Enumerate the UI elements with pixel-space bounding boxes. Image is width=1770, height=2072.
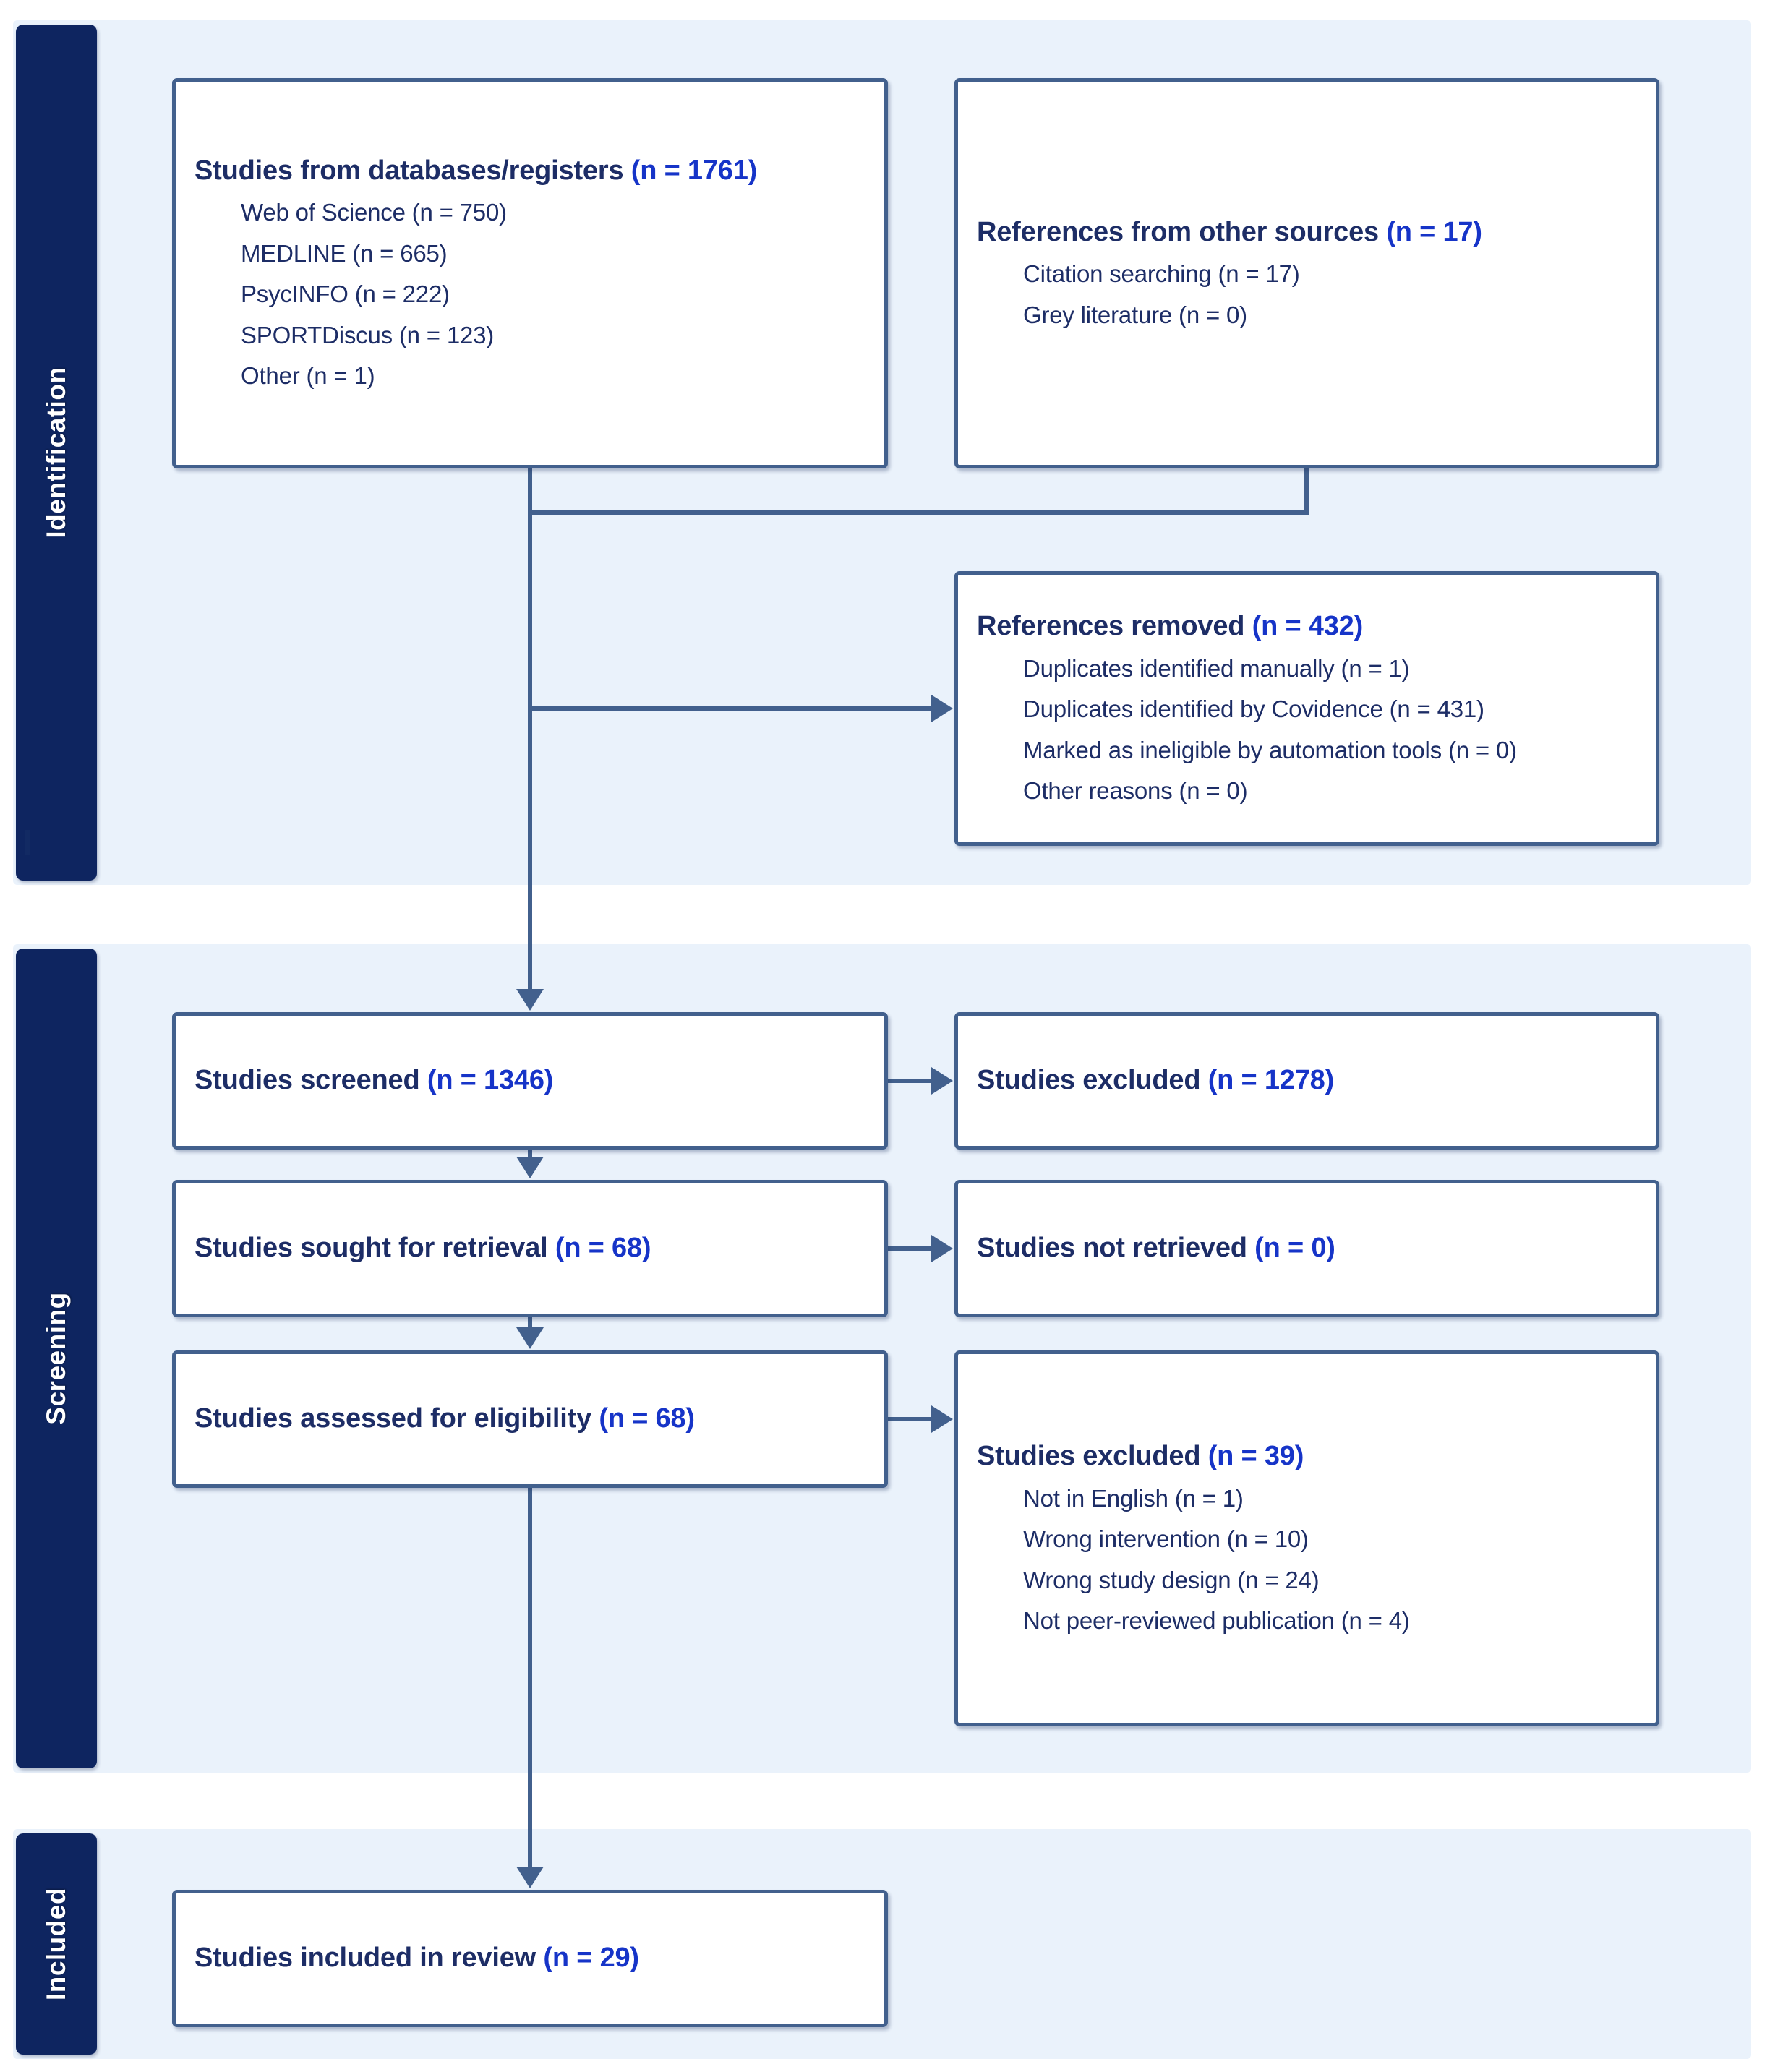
arrow-screened-to-excluded [931,1067,953,1095]
stage-tick-mark [25,830,30,855]
arrow-to-included [516,1867,544,1888]
box-title: Studies included in review (n = 29) [194,1943,639,1974]
box-title: Studies sought for retrieval (n = 68) [194,1233,651,1264]
box-item: SPORTDiscus (n = 123) [241,321,495,348]
connector-spine-to-screened [528,979,532,990]
connector-screened-to-excluded [888,1079,931,1083]
box-studies-sought-for-retrieval: Studies sought for retrieval (n = 68) [172,1180,888,1317]
arrow-sought-to-assessed [516,1327,544,1349]
stage-label-included: Included [41,1887,71,2001]
box-studies-not-retrieved: Studies not retrieved (n = 0) [954,1180,1659,1317]
box-title: References from other sources (n = 17) [977,216,1482,247]
stage-tab-included: Included [16,1833,97,2055]
box-studies-excluded-eligibility: Studies excluded (n = 39) Not in English… [954,1350,1659,1726]
stage-label-identification: Identification [41,367,71,539]
connector-databases-down [528,468,532,549]
box-item: PsycINFO (n = 222) [241,281,450,308]
box-title: Studies not retrieved (n = 0) [977,1233,1335,1264]
box-title: Studies from databases/registers (n = 17… [194,155,758,187]
box-title: Studies excluded (n = 1278) [977,1065,1335,1096]
connector-assessed-to-excluded [888,1417,931,1421]
arrow-to-refs-removed [931,695,953,722]
connector-sought-to-not-retrieved [888,1246,931,1251]
stage-tab-screening: Screening [16,949,97,1768]
connector-other-sources-down [1304,468,1309,513]
stage-tab-identification: Identification [16,25,97,881]
connector-assessed-to-included [528,1488,532,1870]
box-item: Grey literature (n = 0) [1023,301,1247,328]
box-studies-assessed-for-eligibility: Studies assessed for eligibility (n = 68… [172,1350,888,1488]
box-studies-screened: Studies screened (n = 1346) [172,1012,888,1150]
arrow-to-screened [516,989,544,1011]
box-item: Web of Science (n = 750) [241,199,507,226]
box-title: Studies excluded (n = 39) [977,1441,1304,1472]
connector-merge-bar [528,510,1309,515]
connector-main-spine-identification [528,510,532,979]
box-studies-from-databases: Studies from databases/registers (n = 17… [172,78,888,468]
box-item: Duplicates identified manually (n = 1) [1023,654,1410,682]
box-title: References removed (n = 432) [977,611,1364,642]
box-item: Not peer-reviewed publication (n = 4) [1023,1607,1410,1635]
box-item: MEDLINE (n = 665) [241,239,448,267]
arrow-assessed-to-excluded [931,1405,953,1433]
box-item: Citation searching (n = 17) [1023,260,1300,288]
box-item: Other (n = 1) [241,362,375,390]
box-item: Marked as ineligible by automation tools… [1023,736,1517,763]
connector-sought-to-assessed [528,1317,532,1329]
box-references-other-sources: References from other sources (n = 17) C… [954,78,1659,468]
arrow-sought-to-not-retrieved [931,1235,953,1262]
box-title: Studies assessed for eligibility (n = 68… [194,1403,695,1434]
connector-to-refs-removed [528,706,931,711]
box-item: Not in English (n = 1) [1023,1484,1244,1512]
box-item: Wrong intervention (n = 10) [1023,1525,1309,1553]
box-references-removed: References removed (n = 432) Duplicates … [954,571,1659,846]
connector-screened-to-sought [528,1150,532,1158]
box-studies-included-in-review: Studies included in review (n = 29) [172,1890,888,2027]
box-title: Studies screened (n = 1346) [194,1065,554,1096]
box-item: Wrong study design (n = 24) [1023,1566,1320,1593]
stage-label-screening: Screening [41,1292,71,1425]
box-item: Other reasons (n = 0) [1023,777,1248,805]
arrow-screened-to-sought [516,1157,544,1178]
box-item: Duplicates identified by Covidence (n = … [1023,695,1484,723]
box-studies-excluded-screening: Studies excluded (n = 1278) [954,1012,1659,1150]
